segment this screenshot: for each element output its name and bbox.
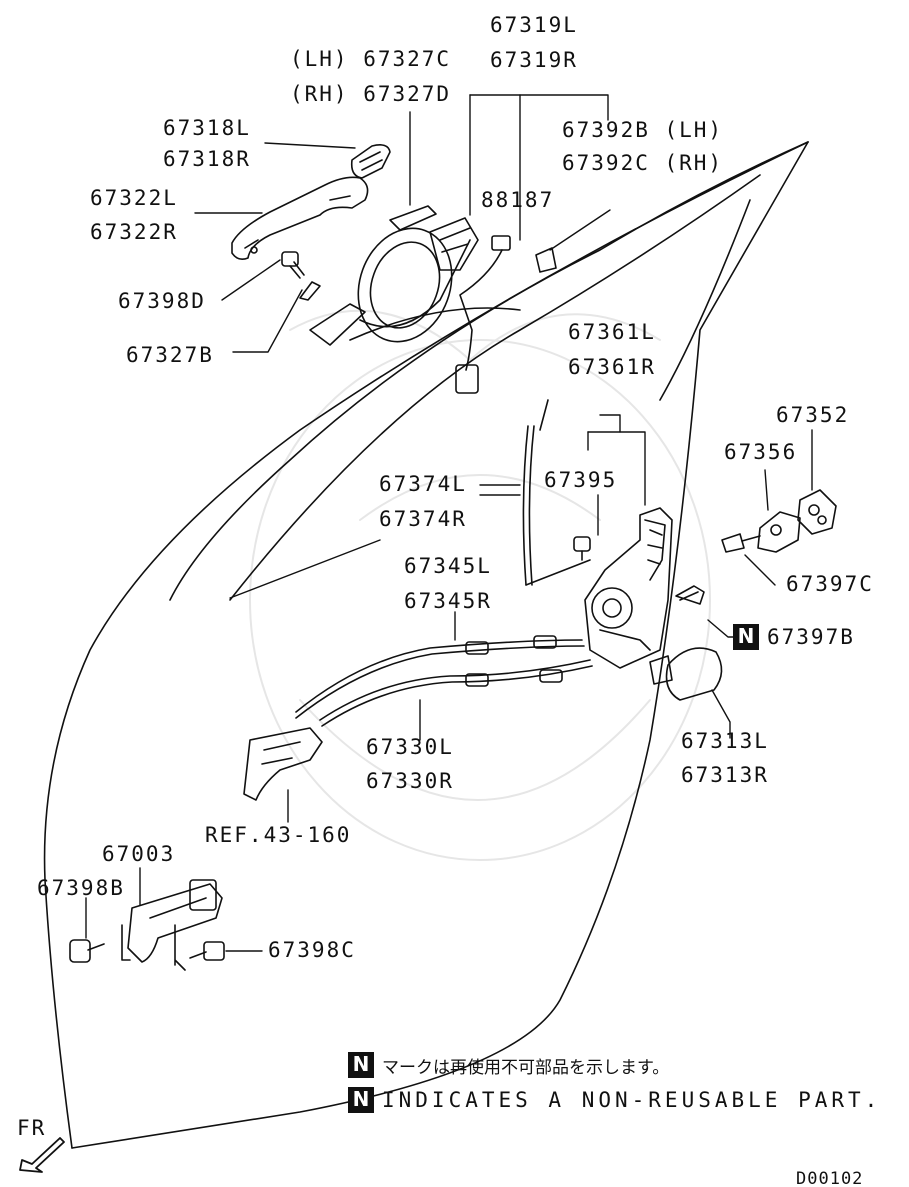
label-67345L: 67345L <box>404 554 492 578</box>
label-67330R: 67330R <box>366 769 454 793</box>
handle-frame <box>309 205 479 346</box>
leader-lines <box>85 94 813 952</box>
clip-67392 <box>535 247 557 273</box>
pad-67327B <box>299 281 321 301</box>
label-67330L: 67330L <box>366 735 454 759</box>
bolt-67398C <box>189 941 225 961</box>
label-67398D: 67398D <box>118 289 206 313</box>
label-67322R: 67322R <box>90 220 178 244</box>
front-arrow-icon <box>19 1137 65 1173</box>
label-67322L: 67322L <box>90 186 178 210</box>
cable-67345 <box>295 635 585 719</box>
rod-88187 <box>455 235 511 394</box>
label-67313R: 67313R <box>681 763 769 787</box>
door-check-67003 <box>127 879 223 963</box>
label-67398B: 67398B <box>37 876 125 900</box>
label-67345R: 67345R <box>404 589 492 613</box>
bracket-lines <box>121 924 186 971</box>
label-67395: 67395 <box>544 468 618 492</box>
label-67327D: (RH) 67327D <box>290 82 452 106</box>
diagram-code: D00102 <box>796 1169 864 1187</box>
handle-cap <box>350 144 391 179</box>
legend-japanese: N マークは再使用不可部品を示します。 <box>348 1052 669 1078</box>
door-outline <box>43 141 809 1149</box>
label-67397C: 67397C <box>786 572 874 596</box>
label-67318R: 67318R <box>163 147 251 171</box>
bolt-67397B <box>675 585 705 605</box>
label-67327B: 67327B <box>126 343 214 367</box>
label-67361L: 67361L <box>568 320 656 344</box>
label-67356: 67356 <box>724 440 798 464</box>
rod-67374 <box>522 399 591 586</box>
label-67398C: 67398C <box>268 938 356 962</box>
door-lock-actuator <box>584 507 673 669</box>
bumper-67352 <box>797 489 837 535</box>
inside-handle <box>243 727 323 801</box>
bolt-67397C <box>721 533 761 553</box>
label-67392B: 67392B (LH) <box>562 118 724 142</box>
label-67327C: (LH) 67327C <box>290 47 452 71</box>
cable-67330 <box>319 659 593 727</box>
label-ref-43-160: REF.43-160 <box>205 823 352 847</box>
label-67313L: 67313L <box>681 729 769 753</box>
seal-67313 <box>649 647 723 701</box>
label-67374R: 67374R <box>379 507 467 531</box>
label-67319L: 67319L <box>490 13 578 37</box>
legend-japanese-text: マークは再使用不可部品を示します。 <box>382 1057 670 1078</box>
striker-67356 <box>757 511 801 553</box>
legend-english: N INDICATES A NON-REUSABLE PART. <box>348 1087 881 1113</box>
label-67392C: 67392C (RH) <box>562 151 724 175</box>
non-reusable-mark-jp: N <box>348 1052 374 1078</box>
label-67361R: 67361R <box>568 355 656 379</box>
label-67352: 67352 <box>776 403 850 427</box>
label-67318L: 67318L <box>163 116 251 140</box>
non-reusable-mark-en: N <box>348 1087 374 1113</box>
screw-67395 <box>573 536 591 561</box>
label-67319R: 67319R <box>490 48 578 72</box>
label-67397B-group: N 67397B <box>733 624 855 650</box>
non-reusable-mark: N <box>733 624 759 650</box>
label-67003: 67003 <box>102 842 176 866</box>
bolt-67398B <box>69 939 105 963</box>
watermark <box>249 309 711 861</box>
front-direction-label: FR <box>17 1116 47 1140</box>
label-67397B: 67397B <box>767 624 855 649</box>
outer-handle <box>231 176 369 260</box>
label-88187: 88187 <box>481 188 555 212</box>
bolt-67398D <box>281 251 305 279</box>
label-67374L: 67374L <box>379 472 467 496</box>
legend-english-text: INDICATES A NON-REUSABLE PART. <box>382 1088 882 1112</box>
